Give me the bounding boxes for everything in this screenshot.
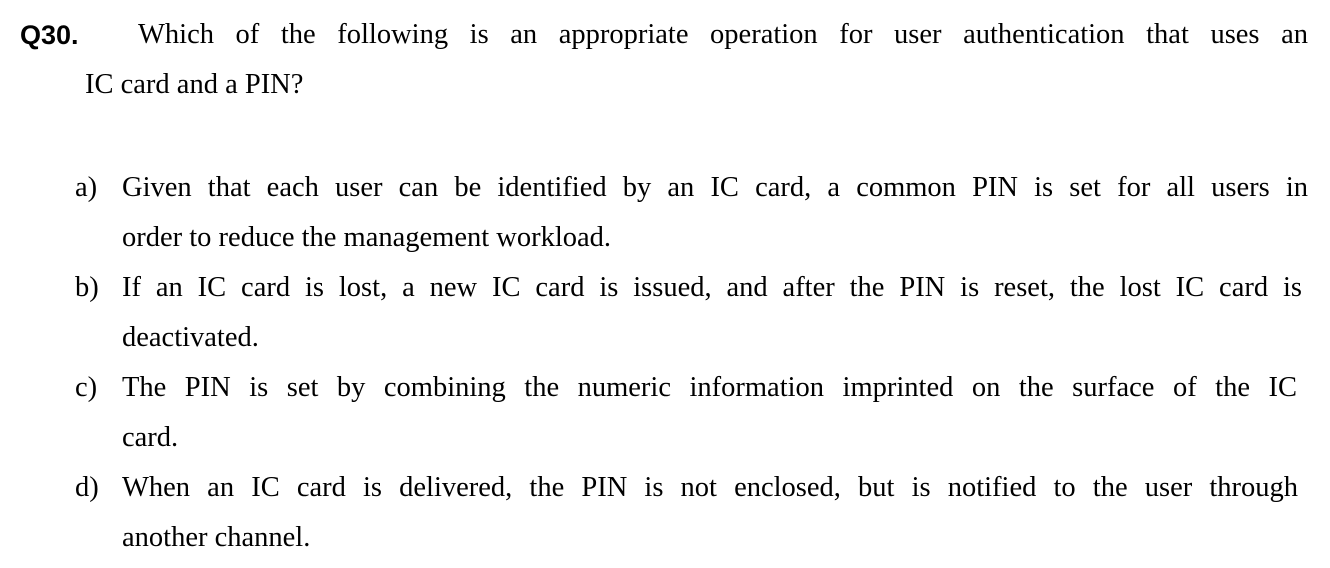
option-label: a) [75,172,98,203]
option-text-line: If an IC card is lost, a new IC card is … [122,272,1302,303]
option-text-line: The PIN is set by combining the numeric … [122,372,1297,403]
option-label: d) [75,472,99,503]
option-label: b) [75,272,99,303]
question-text-line: Which of the following is an appropriate… [138,19,1308,50]
question-text-line: IC card and a PIN? [85,69,304,100]
option-text-line: card. [122,422,179,453]
option-label: c) [75,372,98,403]
option-text-line: deactivated. [122,322,259,353]
option-text-line: When an IC card is delivered, the PIN is… [122,472,1298,503]
option-text-line: another channel. [122,522,311,553]
option-text-line: order to reduce the management workload. [122,222,612,253]
option-text-line: Given that each user can be identified b… [122,172,1308,203]
question-number: Q30. [20,20,79,50]
